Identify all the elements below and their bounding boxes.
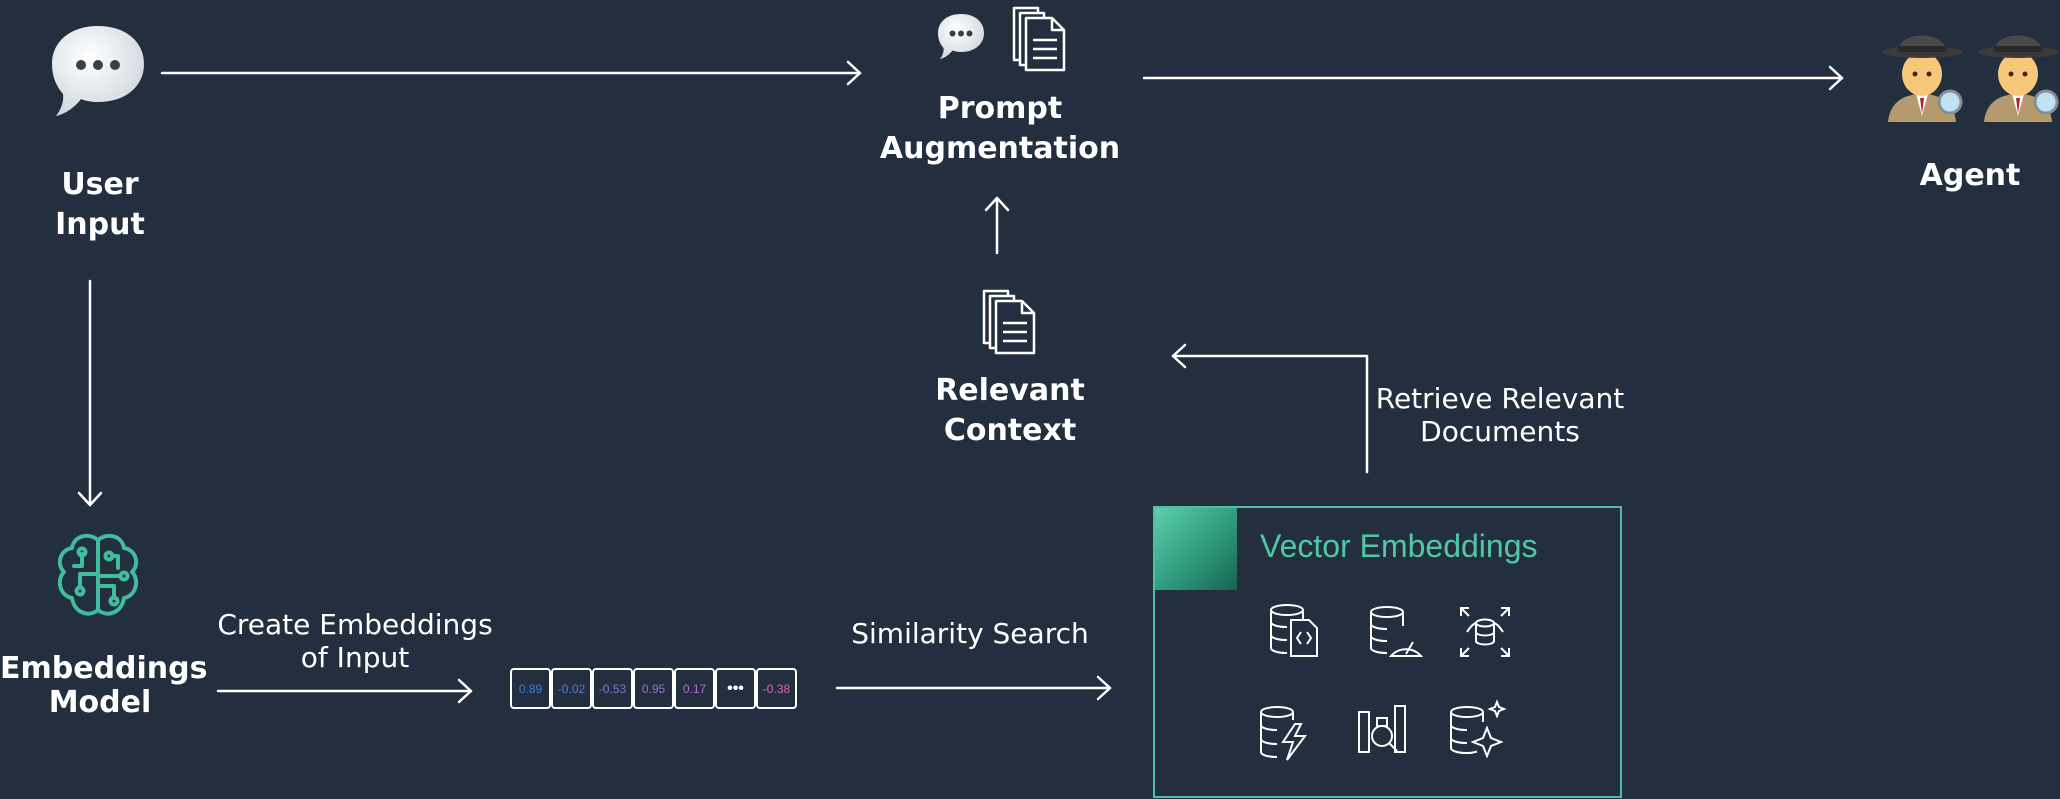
retrieve-documents-label: Retrieve Relevant Documents [1375, 382, 1625, 448]
database-speed-icon [1370, 606, 1423, 657]
documents-icon [1012, 6, 1066, 72]
arrow-user-to-model [77, 279, 103, 507]
context-documents-icon [982, 289, 1036, 355]
arrow-user-to-prompt [160, 60, 862, 86]
vector-cell: -0.02 [551, 668, 592, 709]
small-speech-bubble-icon [938, 14, 984, 59]
vector-cell: -0.53 [592, 668, 633, 709]
relevant-context-label: Relevant Context [935, 373, 1085, 448]
create-embeddings-label: Create Embeddings of Input [217, 608, 493, 674]
user-input-label: User Input [55, 167, 145, 242]
vector-cell: 0.89 [510, 668, 551, 709]
vector-cell: 0.95 [633, 668, 674, 709]
detective-icon [1882, 35, 1963, 122]
database-sparkle-icon [1450, 699, 1507, 758]
database-lightning-icon [1260, 706, 1307, 761]
agent-detectives-icon [1882, 35, 2059, 122]
database-code-icon [1270, 604, 1318, 657]
brain-circuit-icon [57, 533, 139, 616]
vector-embeddings-panel: Vector Embeddings [1153, 506, 1622, 798]
agent-label: Agent [1919, 158, 2021, 193]
vector-cell: -0.38 [756, 668, 797, 709]
detective-icon [1978, 35, 2059, 122]
arrow-context-to-prompt [984, 196, 1010, 255]
search-chart-icon [1358, 705, 1406, 753]
embedding-vector: 0.89 -0.02 -0.53 0.95 0.17 ••• -0.38 [510, 668, 801, 709]
speech-bubble-icon [52, 26, 144, 116]
arrow-vector-to-store [835, 675, 1112, 701]
arrow-model-to-vector [216, 678, 473, 704]
arrow-prompt-to-agent [1142, 65, 1844, 91]
database-scan-icon [1460, 607, 1510, 657]
embeddings-model-label: Embeddings Model [0, 651, 208, 720]
prompt-augmentation-label: Prompt Augmentation [879, 91, 1121, 166]
panel-corner-accent [1155, 508, 1237, 590]
similarity-search-label: Similarity Search [851, 617, 1089, 650]
vector-embeddings-title: Vector Embeddings [1260, 528, 1538, 564]
vector-ellipsis: ••• [715, 668, 756, 709]
vector-cell: 0.17 [674, 668, 715, 709]
arrow-store-to-context [1171, 343, 1369, 474]
